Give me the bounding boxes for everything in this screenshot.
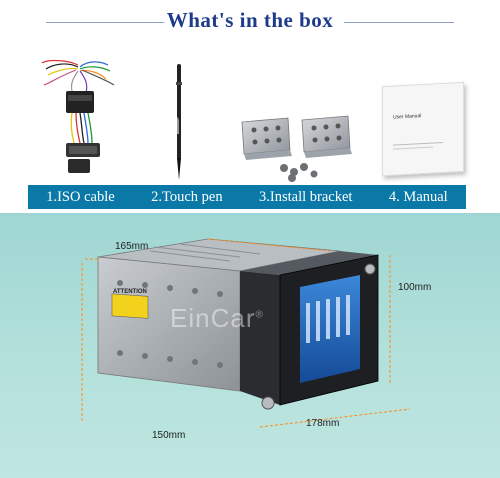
device-drawing bbox=[81, 238, 411, 428]
dimension-depth: 165mm bbox=[115, 241, 149, 252]
install-bracket-image bbox=[232, 112, 362, 184]
title-right-rule bbox=[344, 22, 454, 23]
wire-harness-icon bbox=[41, 59, 115, 173]
device-dimensions-section: 165mm 100mm 150mm 178mm ATTENTION EinCar… bbox=[0, 213, 500, 478]
item-label-touch-pen: 2.Touch pen bbox=[151, 188, 223, 205]
title-left-rule bbox=[46, 22, 164, 23]
box-contents-section: What's in the box bbox=[0, 0, 500, 213]
manual-booklet-icon: User Manual bbox=[382, 81, 464, 177]
watermark-bottom-mark: ® bbox=[255, 309, 264, 321]
stylus-pen-icon bbox=[176, 64, 182, 180]
item-label-install-bracket: 3.Install bracket bbox=[259, 188, 353, 205]
title-row: What's in the box bbox=[0, 0, 500, 44]
page-title: What's in the box bbox=[166, 8, 334, 32]
watermark-text: EinCar bbox=[130, 104, 240, 142]
manual-image: User Manual bbox=[376, 78, 468, 178]
warning-sticker-text: ATTENTION bbox=[113, 289, 147, 295]
manual-cover-text: User Manual bbox=[393, 113, 422, 121]
watermark-bottom-text: EinCar bbox=[170, 303, 256, 333]
items-label-bar: 1.ISO cable 2.Touch pen 3.Install bracke… bbox=[28, 185, 466, 209]
bracket-icon bbox=[241, 115, 352, 182]
item-label-iso-cable: 1.ISO cable bbox=[46, 188, 115, 205]
dimension-width: 178mm bbox=[306, 418, 340, 429]
dimension-height: 100mm bbox=[398, 282, 432, 293]
iso-cable-image bbox=[28, 55, 128, 180]
touch-pen-image bbox=[164, 62, 194, 182]
watermark-mark: ® bbox=[239, 110, 250, 125]
dimension-length: 150mm bbox=[152, 430, 186, 441]
watermark: EinCar® bbox=[130, 104, 250, 143]
item-label-manual: 4. Manual bbox=[388, 188, 448, 205]
watermark-bottom: EinCar® bbox=[170, 303, 264, 334]
